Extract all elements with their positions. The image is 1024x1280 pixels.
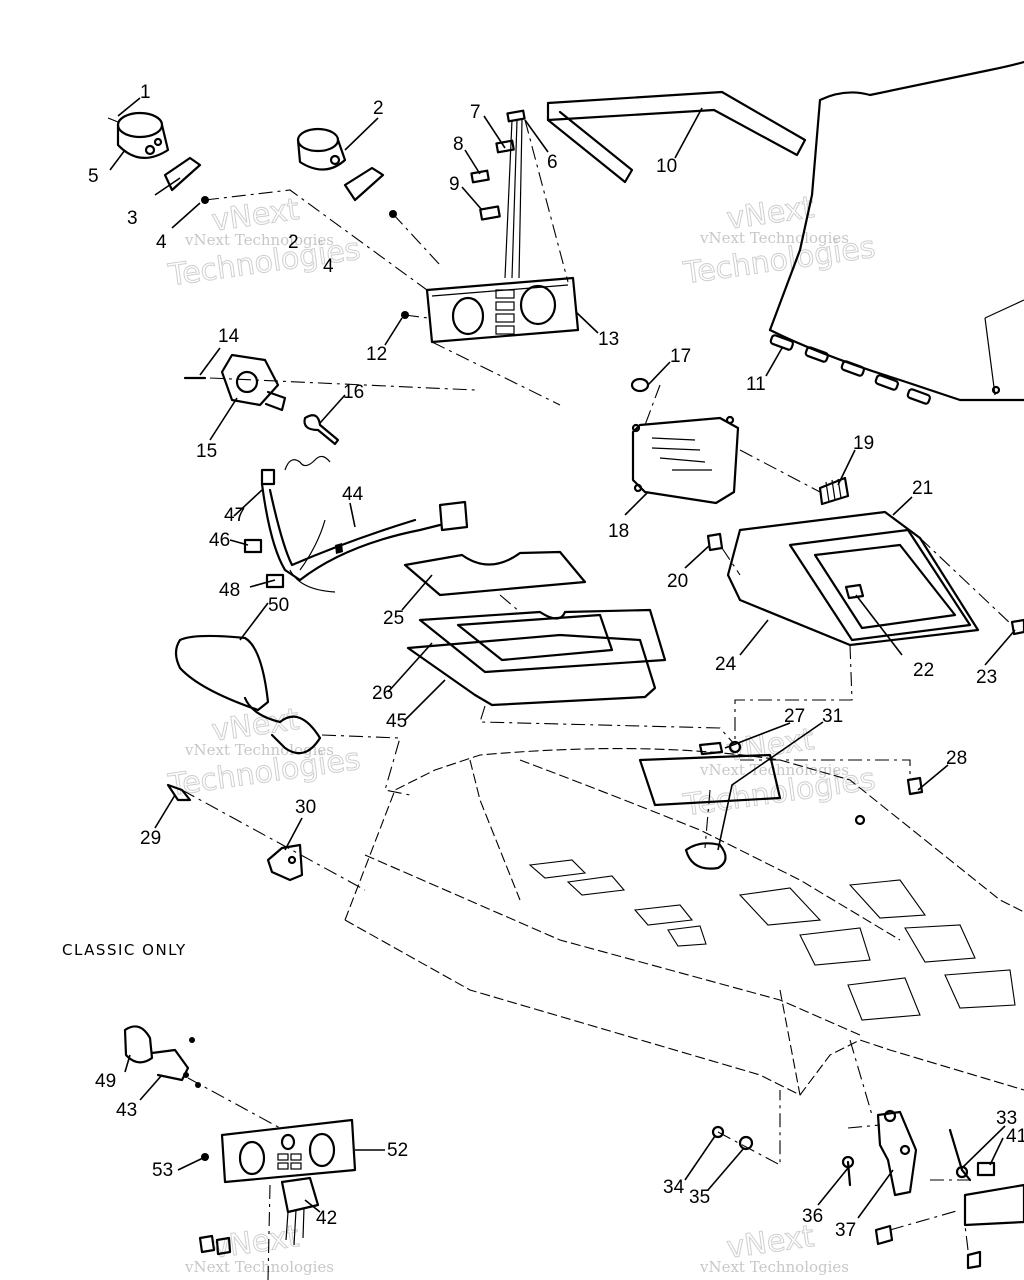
indicator-bulbs [470, 109, 526, 279]
ignition-switch [183, 353, 340, 446]
callout-16: 16 [343, 382, 364, 403]
callout-11: 11 [746, 374, 766, 395]
callout-20: 20 [667, 571, 688, 592]
callout-44: 44 [342, 484, 364, 505]
windshield-trim [546, 90, 807, 184]
callout-labels: 1 2 2 3 4 4 5 6 7 8 9 10 11 12 13 14 15 … [88, 82, 1024, 1241]
callout-15: 15 [196, 441, 217, 462]
watermark-text: vNext Technologies [184, 1258, 334, 1276]
callout-53: 53 [152, 1160, 173, 1181]
callout-49: 49 [95, 1071, 116, 1092]
callout-50: 50 [268, 595, 289, 616]
callout-13: 13 [598, 329, 619, 350]
watermark-mid-right: vNext vNext Technologies Technologies [680, 721, 878, 824]
watermark-group: vNext vNext Technologies Technologies vN… [165, 189, 878, 1276]
lower-bracket [711, 1109, 1024, 1270]
callout-35: 35 [689, 1187, 710, 1208]
bracket [166, 783, 304, 882]
callout-1: 1 [140, 82, 151, 103]
callout-30: 30 [295, 797, 316, 818]
callout-52: 52 [387, 1140, 408, 1161]
callout-27: 27 [784, 706, 805, 727]
callout-29: 29 [140, 828, 161, 849]
hood [344, 748, 1024, 1096]
callout-28: 28 [946, 748, 967, 769]
watermark-bottom-right: vNext vNext Technologies [699, 1218, 849, 1276]
callout-22: 22 [913, 660, 934, 681]
callout-14: 14 [218, 326, 240, 347]
tachometer-gauge [107, 111, 209, 204]
callout-48: 48 [219, 580, 240, 601]
headlight-housing [706, 510, 1024, 647]
callout-2: 2 [373, 98, 384, 119]
mirror [174, 634, 322, 755]
callout-4b: 4 [323, 256, 334, 277]
callout-31: 31 [822, 706, 843, 727]
watermark-bottom-left: vNext vNext Technologies [184, 1218, 334, 1276]
windshield [768, 60, 1024, 405]
callout-47: 47 [224, 505, 245, 526]
callout-36: 36 [802, 1206, 823, 1227]
assembly-lines [181, 119, 1013, 1280]
callout-41: 41 [1006, 1126, 1024, 1147]
callout-18: 18 [608, 521, 629, 542]
callout-6: 6 [547, 152, 558, 173]
callout-10: 10 [656, 156, 677, 177]
watermark-text: vNext Technologies [184, 231, 334, 249]
callout-26: 26 [372, 683, 393, 704]
watermark-top-right: vNext vNext Technologies Technologies [680, 189, 878, 292]
fasteners [698, 740, 924, 796]
watermark-text: vNext Technologies [699, 1258, 849, 1276]
watermark-text: vNext Technologies [699, 229, 849, 247]
callout-2b: 2 [288, 232, 299, 253]
watermark-text: vNext Technologies [184, 741, 334, 759]
callout-25: 25 [383, 608, 404, 629]
callout-9: 9 [449, 174, 460, 195]
callout-37: 37 [835, 1220, 856, 1241]
callout-33: 33 [996, 1108, 1017, 1129]
callout-24: 24 [715, 654, 737, 675]
classic-panel [123, 1025, 357, 1256]
leader-lines [109, 97, 1016, 1219]
callout-12: 12 [366, 344, 387, 365]
callout-46: 46 [209, 530, 230, 551]
callout-21: 21 [912, 478, 933, 499]
callout-19: 19 [853, 433, 874, 454]
callout-5: 5 [88, 166, 99, 187]
callout-4: 4 [156, 232, 167, 253]
callout-8: 8 [453, 134, 464, 155]
classic-only-note: CLASSIC ONLY [62, 941, 187, 959]
callout-17: 17 [670, 346, 691, 367]
callout-42: 42 [316, 1208, 337, 1229]
wiring-harness [243, 455, 469, 593]
callout-34: 34 [663, 1177, 685, 1198]
callout-23: 23 [976, 667, 997, 688]
callout-45: 45 [386, 711, 407, 732]
callout-43: 43 [116, 1100, 137, 1121]
callout-7: 7 [470, 102, 481, 123]
hood-plates [403, 550, 667, 707]
headlight [630, 377, 850, 506]
callout-3: 3 [127, 208, 138, 229]
instrument-panel [401, 276, 580, 344]
speedometer-gauge [296, 127, 397, 218]
